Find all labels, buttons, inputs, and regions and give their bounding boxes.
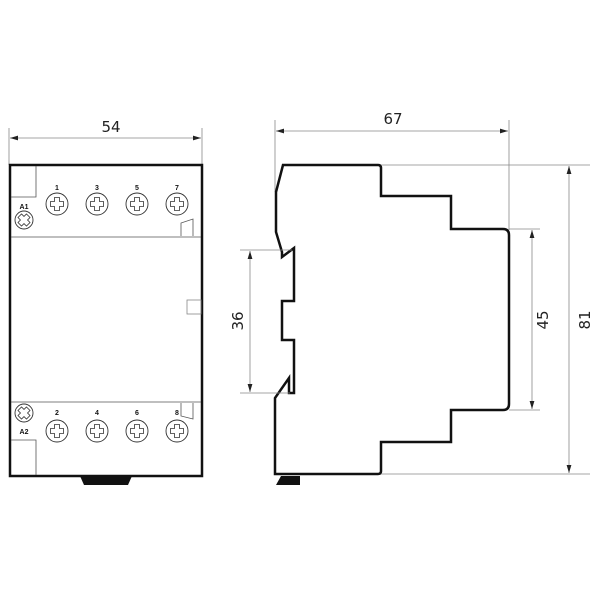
terminal-7: 7 bbox=[165, 185, 189, 216]
svg-text:4: 4 bbox=[95, 410, 99, 417]
rail-dimension: 36 bbox=[229, 249, 292, 394]
screw-cross-icon bbox=[17, 213, 31, 227]
bottom-terminals: 2 4 6 8 bbox=[45, 410, 189, 443]
screw-cross-icon bbox=[50, 197, 64, 211]
total-height-dimension: 81 bbox=[381, 164, 594, 475]
depth-dimension: 67 bbox=[274, 110, 510, 230]
svg-text:A2: A2 bbox=[20, 429, 29, 436]
terminal-8: 8 bbox=[165, 410, 189, 443]
terminal-4: 4 bbox=[85, 410, 109, 443]
svg-text:5: 5 bbox=[135, 185, 139, 192]
din-clip bbox=[276, 476, 300, 485]
coil-terminal-a1: A1 bbox=[14, 204, 34, 230]
total-height-label: 81 bbox=[576, 310, 594, 329]
screw-cross-icon bbox=[130, 197, 144, 211]
rail-label: 36 bbox=[229, 311, 247, 330]
width-label: 54 bbox=[101, 118, 120, 136]
top-terminals: 1 3 5 7 bbox=[45, 185, 189, 216]
terminal-1: 1 bbox=[45, 185, 69, 216]
svg-text:3: 3 bbox=[95, 185, 99, 192]
side-profile-outline bbox=[273, 163, 511, 476]
front-height-dimension: 45 bbox=[509, 228, 552, 411]
width-dimension: 54 bbox=[8, 118, 203, 165]
svg-text:6: 6 bbox=[135, 410, 139, 417]
screw-cross-icon bbox=[90, 424, 104, 438]
screw-cross-icon bbox=[50, 424, 64, 438]
svg-text:1: 1 bbox=[55, 185, 59, 192]
terminal-2: 2 bbox=[45, 410, 69, 443]
screw-cross-icon bbox=[170, 424, 184, 438]
front-height-label: 45 bbox=[534, 310, 552, 329]
coil-terminal-a2: A2 bbox=[14, 403, 34, 436]
terminal-6: 6 bbox=[125, 410, 149, 443]
screw-cross-icon bbox=[130, 424, 144, 438]
svg-text:A1: A1 bbox=[20, 204, 29, 211]
terminal-5: 5 bbox=[125, 185, 149, 216]
svg-text:7: 7 bbox=[175, 185, 179, 192]
front-view: 54 A1 A2 bbox=[8, 118, 204, 485]
svg-text:8: 8 bbox=[175, 410, 179, 417]
svg-text:2: 2 bbox=[55, 410, 59, 417]
front-body-outline bbox=[8, 163, 204, 478]
side-view: 67 36 45 81 bbox=[229, 110, 594, 485]
din-foot bbox=[80, 476, 132, 485]
depth-label: 67 bbox=[383, 110, 402, 128]
screw-cross-icon bbox=[90, 197, 104, 211]
screw-cross-icon bbox=[17, 406, 31, 420]
terminal-3: 3 bbox=[85, 185, 109, 216]
screw-cross-icon bbox=[170, 197, 184, 211]
